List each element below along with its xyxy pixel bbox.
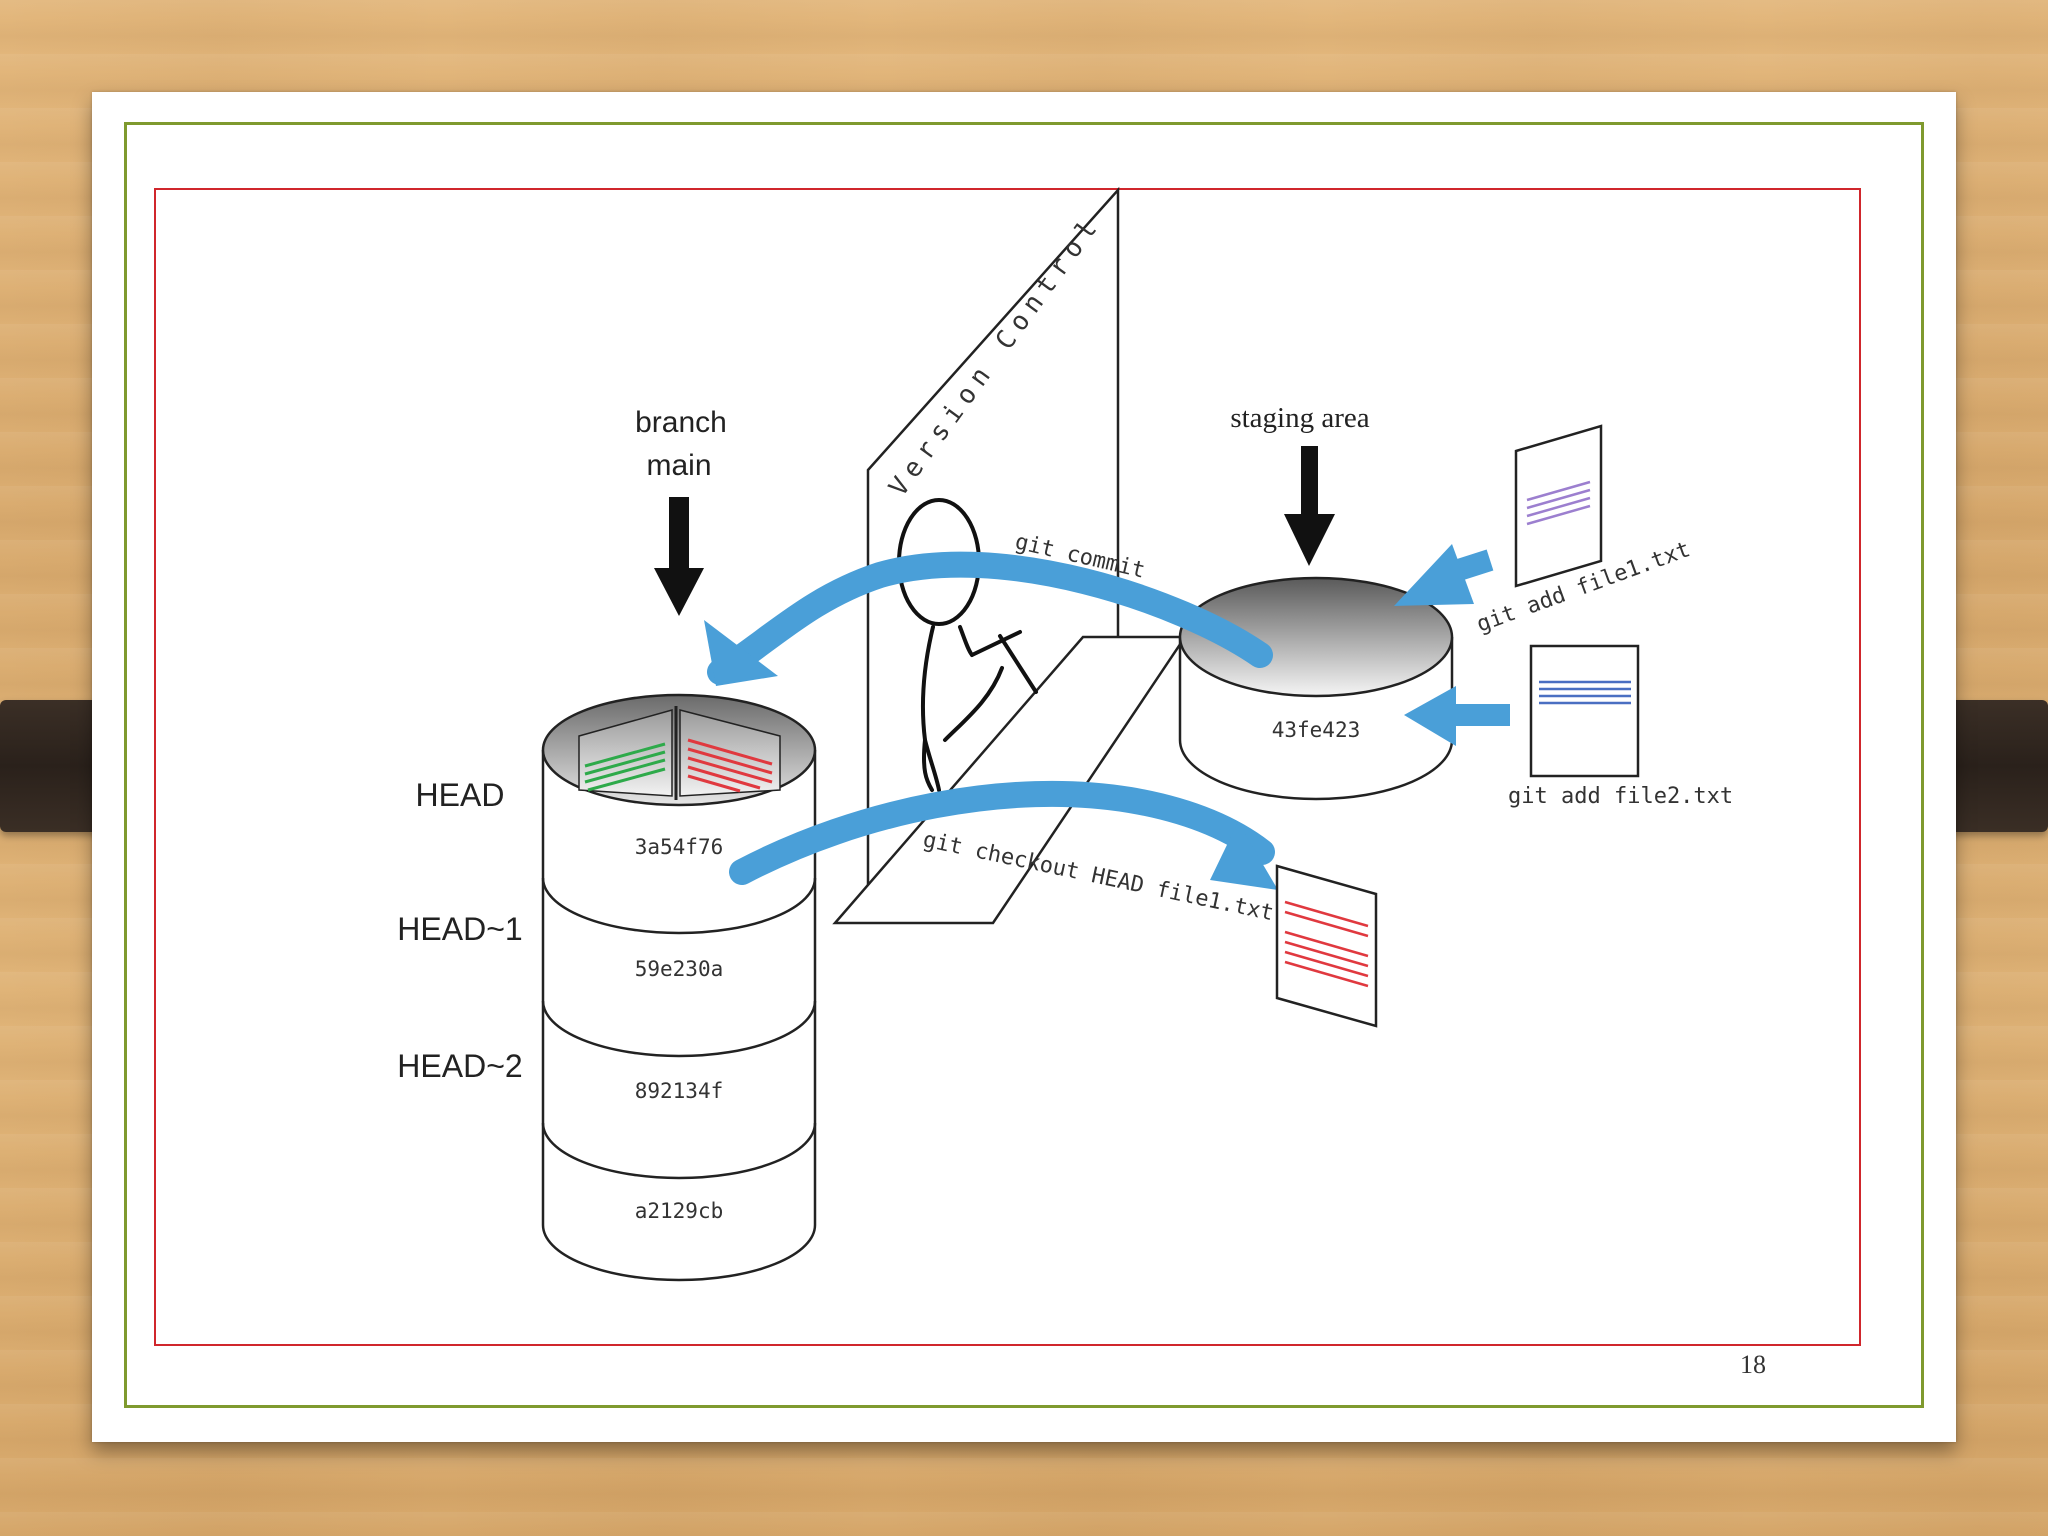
commit-arrow: git commit bbox=[704, 529, 1273, 686]
commit-hash-head: 3a54f76 bbox=[635, 835, 724, 859]
staging-area-cylinder: 43fe423 bbox=[1178, 576, 1454, 801]
branch-name-label: main bbox=[646, 449, 711, 482]
page-number: 18 bbox=[1740, 1350, 1766, 1379]
git-add-file2-label: git add file2.txt bbox=[1508, 784, 1733, 809]
branch-down-arrow-icon bbox=[654, 497, 704, 616]
file2-document-icon bbox=[1529, 644, 1640, 778]
repository-stack: 3a54f76 59e230a 892134f a2129cb bbox=[541, 693, 817, 1282]
checkout-file-document-icon bbox=[1275, 864, 1378, 1028]
commit-hash-head1: 59e230a bbox=[635, 957, 724, 981]
slide-border-outer bbox=[124, 122, 1924, 1408]
ref-label-head1: HEAD~1 bbox=[397, 911, 522, 947]
staging-hash: 43fe423 bbox=[1272, 718, 1361, 742]
commit-hash-head2: 892134f bbox=[635, 1079, 724, 1103]
staging-down-arrow-icon bbox=[1284, 446, 1335, 566]
commit-hash-oldest: a2129cb bbox=[635, 1199, 724, 1223]
version-control-label: Version Control bbox=[883, 210, 1107, 503]
branch-label: branch bbox=[635, 406, 727, 439]
ref-label-head2: HEAD~2 bbox=[397, 1048, 522, 1084]
slide-border-inner bbox=[154, 188, 1861, 1346]
staging-area-label: staging area bbox=[1230, 402, 1369, 434]
repo-green-lines bbox=[584, 742, 666, 792]
add-file2-arrow: git add file2.txt bbox=[1404, 686, 1733, 809]
repo-red-lines bbox=[687, 738, 773, 793]
ref-label-head: HEAD bbox=[416, 777, 505, 813]
file1-document-icon bbox=[1514, 424, 1603, 588]
